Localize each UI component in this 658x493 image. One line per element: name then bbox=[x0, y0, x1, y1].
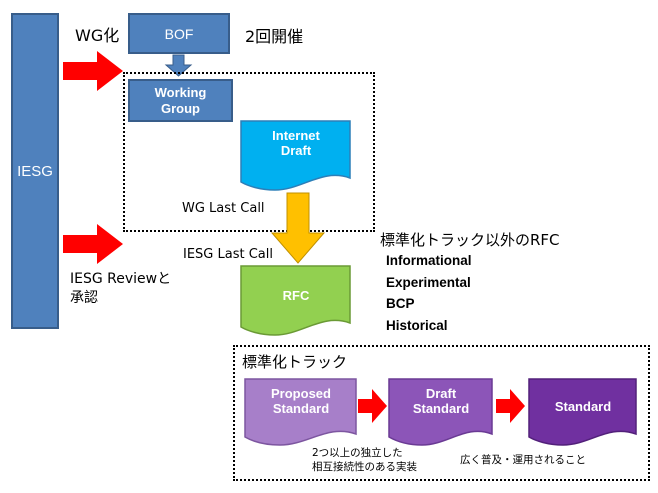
proposed-standard-label: Proposed Standard bbox=[244, 386, 358, 417]
rfc-doc bbox=[240, 265, 351, 336]
iesg-box: IESG bbox=[11, 13, 59, 329]
wg-ka-label: WG化 bbox=[75, 26, 120, 45]
orange-arrow-down bbox=[270, 192, 326, 264]
iesg-last-call-label: IESG Last Call bbox=[183, 247, 273, 262]
bof-note: 2回開催 bbox=[245, 27, 304, 46]
red-arrow-wg bbox=[63, 51, 123, 91]
bof-label: BOF bbox=[164, 25, 194, 42]
standards-track-region bbox=[233, 345, 650, 481]
iesg-review-line2: 承認 bbox=[70, 289, 98, 306]
interop-note-line2: 相互接続性のある実装 bbox=[312, 461, 417, 473]
blue-arrow-down bbox=[164, 54, 193, 77]
iesg-label: IESG bbox=[17, 162, 53, 180]
proposed-line2: Standard bbox=[272, 400, 330, 416]
bof-box: BOF bbox=[128, 13, 230, 54]
red-arrow-review bbox=[63, 224, 123, 264]
list-item: Experimental bbox=[386, 274, 471, 290]
working-group-line1: Working bbox=[154, 84, 207, 100]
interop-note: 2つ以上の独立した 相互接続性のある実装 bbox=[312, 446, 417, 474]
internet-draft-label: Internet Draft bbox=[240, 128, 352, 159]
proposed-standard-doc bbox=[244, 378, 357, 446]
interop-note-line1: 2つ以上の独立した bbox=[312, 447, 403, 459]
deployment-note: 広く普及・運用されること bbox=[460, 454, 586, 466]
rfc-label: RFC bbox=[282, 288, 310, 303]
draft-line2: Standard bbox=[412, 400, 470, 416]
standard-doc bbox=[528, 378, 637, 446]
draft-standard-label: Draft Standard bbox=[388, 386, 494, 417]
iesg-review-line1: IESG Reviewと bbox=[70, 271, 172, 287]
standard-label: Standard bbox=[554, 399, 612, 414]
list-item: Informational bbox=[386, 253, 472, 268]
wg-last-call-label: WG Last Call bbox=[182, 201, 265, 216]
internet-draft-line2: Draft bbox=[280, 142, 312, 158]
internet-draft-doc bbox=[240, 120, 351, 191]
red-arrow-proposed-draft bbox=[358, 389, 387, 423]
working-group-line2: Group bbox=[161, 100, 200, 116]
working-group-region bbox=[123, 72, 375, 232]
draft-standard-doc bbox=[388, 378, 493, 446]
internet-draft-line1: Internet bbox=[272, 128, 320, 143]
proposed-line1: Proposed bbox=[271, 386, 331, 401]
list-item: BCP bbox=[386, 296, 415, 311]
iesg-review-label: IESG Reviewと 承認 bbox=[70, 270, 171, 308]
draft-line1: Draft bbox=[425, 386, 457, 401]
list-item: Historical bbox=[386, 317, 448, 333]
red-arrow-draft-standard bbox=[496, 389, 525, 423]
non-standard-list: Informational Experimental BCP Historica… bbox=[386, 250, 472, 336]
non-standard-title: 標準化トラック以外のRFC bbox=[380, 231, 560, 249]
working-group-box: Working Group bbox=[128, 79, 233, 122]
standards-track-title: 標準化トラック bbox=[242, 353, 348, 371]
